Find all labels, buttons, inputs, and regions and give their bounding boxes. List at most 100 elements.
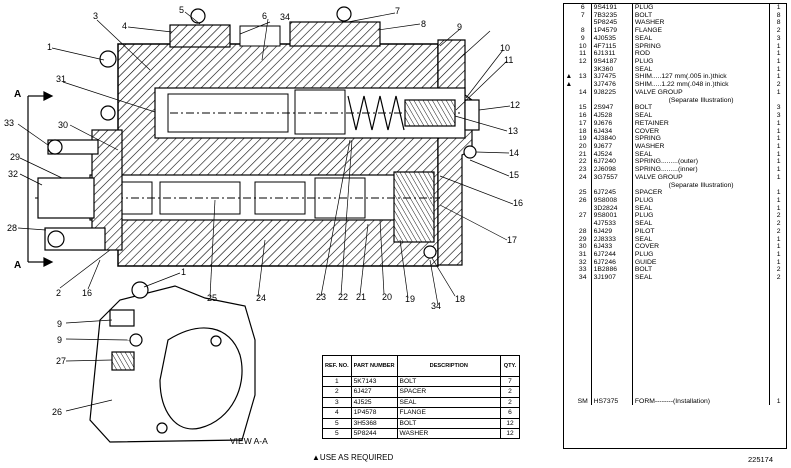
qty-cell	[770, 328, 787, 336]
ref-cell: 23	[574, 166, 592, 174]
part-cell: 3J7475	[591, 73, 633, 82]
part-number-cell: 1P4578	[350, 407, 398, 419]
ref-cell: 33	[574, 266, 592, 275]
desc-cell: SPRING.........(outer)	[632, 158, 771, 167]
mark-cell	[563, 112, 575, 120]
ref-cell: 2	[322, 386, 352, 398]
mark-cell	[563, 382, 575, 390]
desc-cell: BOLT	[632, 266, 771, 275]
part-cell: 6J7245	[591, 189, 633, 197]
qty-cell: 1	[776, 243, 781, 251]
mark-cell	[563, 367, 575, 375]
view-a-a-drawing	[89, 281, 256, 443]
part-cell	[591, 359, 633, 367]
callout-1-view: 1	[181, 267, 186, 277]
qty-cell: 1	[776, 58, 781, 66]
part-cell	[591, 297, 633, 306]
qty-cell	[770, 313, 787, 321]
header-qty: QTY.	[500, 355, 520, 377]
desc-cell: FLANGE	[632, 27, 771, 35]
qty-cell: 1	[776, 258, 781, 266]
qty-cell: 1	[776, 142, 781, 150]
qty-cell: 7	[500, 375, 520, 388]
part-cell	[591, 181, 633, 190]
table-row	[563, 289, 787, 298]
table-row: (Separate Illustration)	[563, 181, 787, 190]
ref-cell	[574, 220, 592, 228]
ref-cell: 14	[574, 88, 592, 97]
callout-16-left: 16	[82, 288, 92, 298]
qty-cell: 1	[776, 397, 781, 405]
callout-25: 25	[207, 293, 217, 303]
mark-cell	[563, 320, 575, 328]
desc-cell: WASHER	[632, 19, 771, 28]
part-cell: 3J7476	[591, 81, 633, 89]
table-row	[563, 281, 787, 290]
ref-cell	[574, 359, 592, 367]
mark-cell	[563, 251, 575, 259]
ref-cell: 7	[574, 11, 592, 20]
mark-cell	[563, 398, 575, 406]
callout-3: 3	[93, 11, 98, 21]
ref-cell: 24	[574, 173, 592, 182]
qty-cell	[770, 97, 787, 105]
callout-11: 11	[504, 55, 513, 65]
part-cell: 9J676	[591, 119, 633, 128]
part-number-cell: 4J525	[350, 396, 398, 409]
callout-9-view-a: 9	[57, 319, 62, 329]
part-cell: 4J0535	[591, 34, 633, 43]
qty-cell	[770, 359, 787, 367]
mark-cell	[563, 104, 575, 112]
footnote: ▲USE AS REQUIRED	[312, 453, 394, 462]
qty-cell: 12	[500, 417, 520, 430]
qty-cell	[770, 351, 787, 359]
desc-cell: COVER	[632, 243, 771, 251]
left-end-cover	[37, 50, 123, 251]
callout-30: 30	[58, 120, 68, 130]
part-cell: 4J7533	[591, 220, 633, 228]
callout-1: 1	[47, 42, 52, 52]
part-cell: 2J6098	[591, 166, 633, 174]
mark-cell	[563, 243, 575, 251]
table-row	[563, 343, 787, 352]
mark-cell	[563, 27, 575, 35]
desc-cell: SEAL	[632, 112, 771, 120]
ref-cell	[574, 328, 592, 336]
mark-cell	[563, 158, 575, 166]
mark-cell	[563, 205, 575, 213]
callout-4: 4	[122, 21, 127, 31]
qty-cell: 1	[776, 166, 781, 174]
qty-cell: 12	[500, 428, 520, 440]
desc-cell: WASHER	[632, 142, 771, 151]
ref-cell	[574, 204, 592, 213]
part-number-cell: 5K7143	[350, 375, 398, 388]
qty-cell: 2	[776, 220, 781, 228]
ref-cell	[574, 312, 592, 321]
part-cell: HS7375	[591, 397, 633, 406]
qty-cell: 1	[776, 196, 781, 204]
callout-29: 29	[10, 152, 20, 162]
part-cell: 9S4187	[591, 58, 633, 66]
desc-cell: PLUG	[632, 196, 771, 205]
table-row	[563, 351, 787, 360]
ref-cell: 20	[574, 142, 592, 151]
ref-cell: 12	[574, 58, 592, 66]
qty-cell: 2	[500, 386, 520, 398]
qty-cell	[770, 382, 787, 390]
qty-cell: 1	[776, 158, 781, 166]
ref-cell: 1	[322, 375, 352, 388]
small-table-header-row: REF. NO. PART NUMBER DESCRIPTION QTY.	[322, 355, 520, 377]
callout-16: 16	[513, 198, 523, 208]
